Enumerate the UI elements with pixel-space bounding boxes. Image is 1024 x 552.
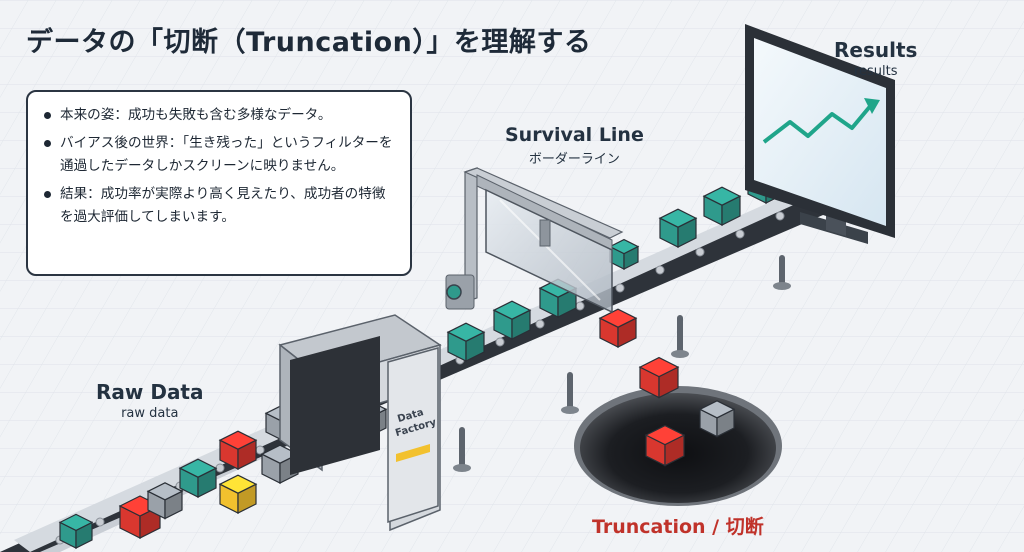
info-item: バイアス後の世界：「生き残った」というフィルターを通過したデータしかスクリーンに… bbox=[42, 132, 396, 178]
gate-sensor-icon bbox=[446, 284, 462, 300]
raw-data-subtitle: raw data bbox=[121, 406, 179, 421]
teal-data-box bbox=[702, 186, 742, 226]
info-list: 本来の姿：成功も失敗も含む多様なデータ。バイアス後の世界：「生き残った」というフ… bbox=[42, 104, 396, 229]
conveyor-leg-feet bbox=[453, 282, 791, 472]
teal-data-box bbox=[178, 458, 218, 498]
results-monitor bbox=[745, 24, 895, 244]
info-box: 本来の姿：成功も失敗も含む多様なデータ。バイアス後の世界：「生き残った」というフ… bbox=[26, 90, 412, 276]
results-label: Results results bbox=[834, 38, 917, 79]
data-factory: Data Factory bbox=[278, 314, 442, 532]
page-title: データの「切断（Truncation）」を理解する bbox=[26, 27, 592, 58]
red-data-box bbox=[598, 308, 638, 348]
red-data-box bbox=[218, 430, 258, 470]
gray-data-box bbox=[698, 400, 736, 438]
info-item: 本来の姿：成功も失敗も含む多様なデータ。 bbox=[42, 104, 396, 127]
results-subtitle: results bbox=[853, 64, 898, 79]
raw-data-title: Raw Data bbox=[96, 380, 204, 404]
teal-data-box bbox=[58, 513, 94, 549]
survival-line-title: Survival Line bbox=[505, 124, 644, 146]
truncation-title: Truncation / 切断 bbox=[592, 516, 764, 538]
teal-data-box bbox=[658, 208, 698, 248]
gray-data-box bbox=[146, 482, 184, 520]
red-data-box bbox=[638, 356, 680, 399]
raw-data-label: Raw Data raw data bbox=[96, 380, 204, 421]
survival-line-subtitle: ボーダーライン bbox=[528, 152, 620, 167]
truncation-label: Truncation / 切断 bbox=[592, 512, 764, 539]
results-title: Results bbox=[834, 38, 918, 62]
red-data-box bbox=[644, 424, 686, 467]
teal-data-box bbox=[446, 322, 486, 362]
survival-line-label: Survival Line ボーダーライン bbox=[505, 124, 644, 167]
info-item: 結果：成功率が実際より高く見えたり、成功者の特徴を過大評価してしまいます。 bbox=[42, 183, 396, 229]
conveyor-legs bbox=[459, 255, 785, 469]
survival-line-gate bbox=[445, 167, 624, 314]
yellow-data-box bbox=[218, 474, 258, 514]
teal-data-box bbox=[608, 238, 640, 270]
factory-warning-stripe bbox=[396, 444, 430, 462]
teal-data-box bbox=[492, 300, 532, 340]
results-trend-line-icon bbox=[762, 102, 874, 144]
